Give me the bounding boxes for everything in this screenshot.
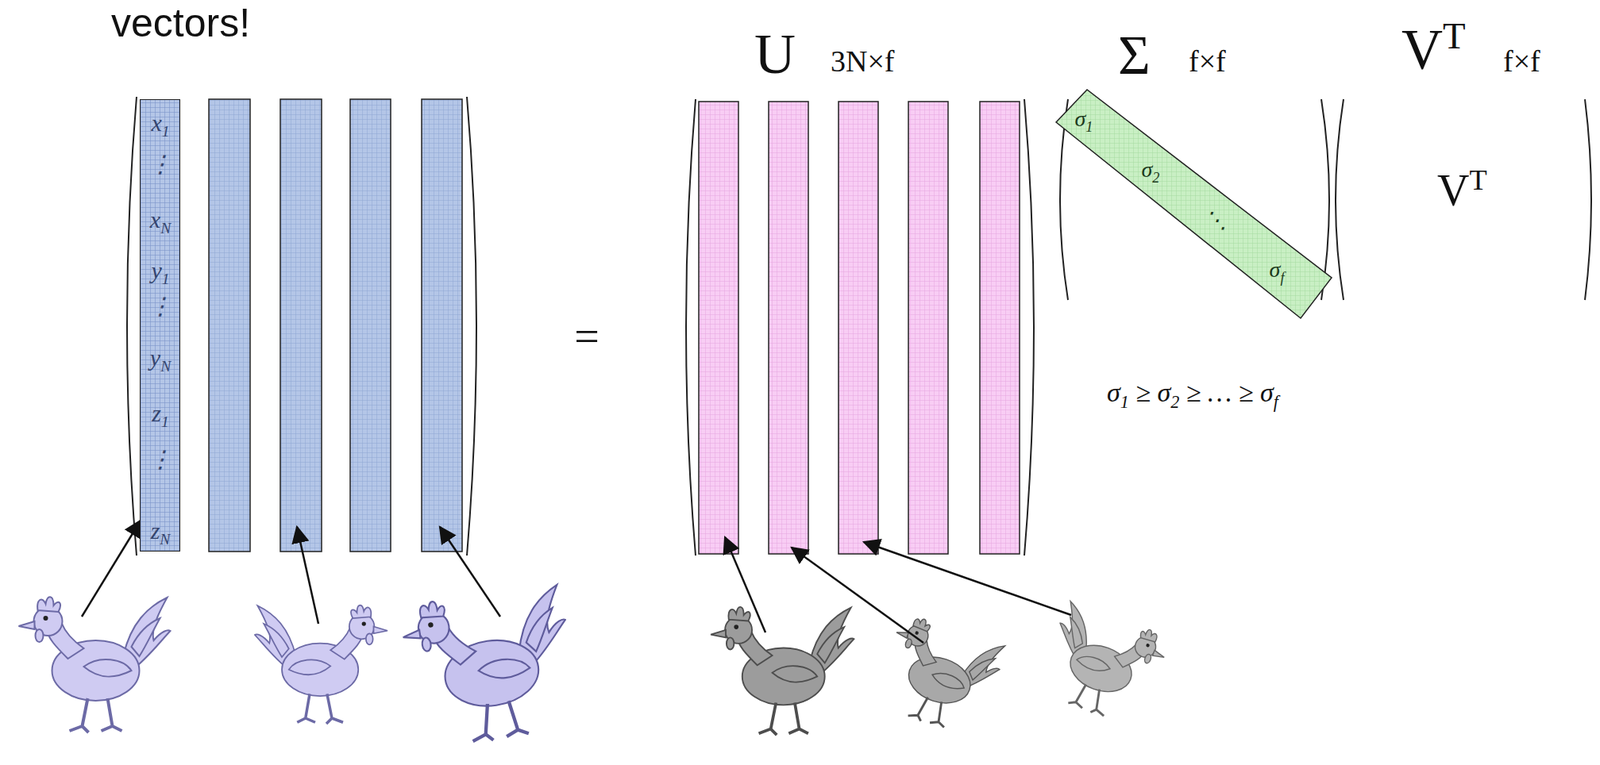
matrix-entry: z1 — [151, 401, 169, 426]
subscript: 1 — [161, 413, 170, 431]
ordering-note: σ1 ≥ σ2 ≥ … ≥ σf — [1106, 379, 1279, 407]
matrix-entry: yN — [150, 346, 171, 371]
subscript: 1 — [1085, 119, 1093, 135]
matrix-entry: ⋱ — [1204, 209, 1227, 232]
subscript: N — [160, 358, 171, 375]
subscript: f — [1280, 269, 1284, 286]
matrix-column: x1 ⋮ xN y1 ⋮ yN z1 ⋮ zN — [139, 99, 181, 552]
heading-text: vectors! — [111, 3, 251, 43]
matrix-entry: y1 — [150, 258, 170, 283]
subscript: 2 — [1170, 392, 1180, 413]
matrix-entry: σ1 — [1075, 107, 1094, 131]
matrix-entry: x1 — [150, 111, 170, 135]
subscript: N — [159, 531, 170, 548]
subscript: 1 — [1120, 392, 1130, 413]
superscript: T — [1442, 15, 1466, 57]
dimension: 3N×f — [830, 46, 895, 77]
subscript: 1 — [161, 123, 170, 140]
matrix-content: VT — [1437, 168, 1488, 213]
matrix-entry: xN — [150, 208, 171, 232]
matrix-entry: zN — [150, 519, 171, 544]
matrix-name: VT — [1401, 20, 1466, 78]
matrix-entry: ⋮ — [148, 294, 173, 319]
subscript: 1 — [161, 270, 170, 288]
equals-sign: = — [574, 314, 600, 359]
dimension: f×f — [1188, 46, 1227, 77]
subscript: 2 — [1152, 169, 1160, 186]
dimension: f×f — [1503, 46, 1541, 77]
matrix-entry: ⋮ — [148, 447, 173, 472]
diagonal-band: σ1 σ2 ⋱ σf — [1052, 85, 1337, 323]
superscript: T — [1468, 164, 1487, 197]
band-shape — [1052, 85, 1337, 323]
subscript: N — [160, 219, 171, 237]
matrix-name: Σ — [1118, 27, 1151, 84]
matrix-entry: σf — [1269, 258, 1285, 282]
subscript: f — [1273, 392, 1279, 413]
matrix-entry: σ2 — [1141, 158, 1161, 182]
matrix-name: U — [754, 25, 796, 83]
matrix-entry: ⋮ — [148, 152, 173, 177]
